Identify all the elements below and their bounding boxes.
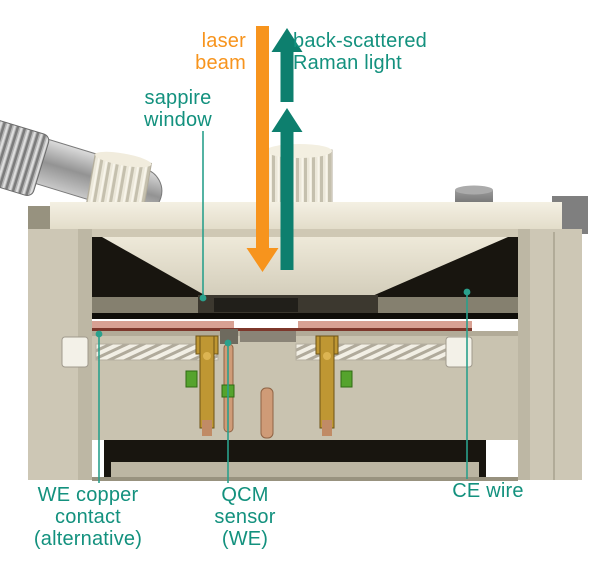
beam-arrows: [246, 26, 303, 272]
we-copper-contact-label: WE copper contact (alternative): [33, 484, 143, 550]
ce-wire-dot: [463, 288, 471, 296]
ce-wire-leader: [463, 288, 471, 479]
bottom-cavity: [92, 440, 518, 481]
ce-wire-label: CE wire: [452, 480, 524, 502]
qcm-sensor-assembly: [185, 329, 353, 439]
rod-nut-right: [445, 336, 473, 368]
cell-apparatus: [0, 119, 588, 481]
brass-clip-left: [195, 335, 219, 436]
raman-arrow-upper: [271, 28, 303, 102]
we-copper-contact-leader: [95, 330, 103, 483]
rod-nut-left: [61, 336, 89, 368]
we-copper-contact-dot: [95, 330, 103, 338]
center-ribbed-cylinder: [265, 144, 333, 209]
copper-contact-shadow: [70, 328, 472, 331]
green-spacer-left: [185, 370, 198, 388]
sapphire-window-label: sappire window: [144, 87, 212, 131]
seal-line: [70, 313, 540, 319]
copper-pin-center: [260, 387, 274, 439]
copper-contact-left: [70, 321, 234, 328]
raman-arrow-lower: [271, 108, 303, 270]
laser-beam-arrow: [246, 26, 279, 272]
brass-clip-right: [315, 335, 339, 436]
raman-light-label: back-scattered Raman light: [293, 30, 427, 74]
sapphire-window-leader: [199, 131, 207, 302]
qcm-sensor-leader: [224, 339, 232, 483]
copper-contact-right: [298, 321, 472, 328]
left-ribbed-collar: [85, 151, 153, 218]
left-knurled-cap: [0, 119, 50, 197]
green-spacer-right: [340, 370, 353, 388]
right-wall: [518, 229, 582, 480]
qcm-sensor-dot: [224, 339, 232, 347]
laser-beam-label: laser beam: [195, 30, 246, 74]
sapphire-window-dot: [199, 294, 207, 302]
sapphire-window: [214, 298, 298, 312]
qcm-sensor-label: QCM sensor (WE): [214, 484, 276, 550]
cell-top-plate: [50, 202, 562, 237]
